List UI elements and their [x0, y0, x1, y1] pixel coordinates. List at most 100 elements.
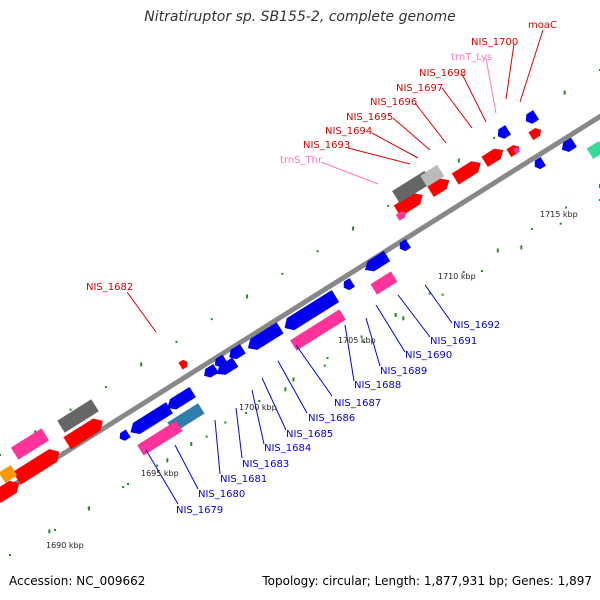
dot-marker	[564, 206, 567, 209]
label-connector	[145, 449, 179, 505]
feature-shape	[395, 210, 407, 221]
dot-marker	[205, 435, 208, 438]
dot-marker	[292, 377, 295, 382]
feature-shape	[63, 418, 104, 450]
feature-shape	[343, 277, 356, 291]
feature-shape	[56, 399, 100, 433]
label-connector	[365, 317, 381, 367]
feature-arrow	[528, 127, 542, 141]
label-connector	[519, 29, 544, 103]
dot-marker	[140, 362, 143, 367]
accession-text: Accession: NC_009662	[9, 574, 146, 588]
dot-marker	[387, 204, 390, 207]
dot-marker	[175, 340, 178, 343]
feature-arrow	[130, 401, 174, 435]
gene-labels: moaCNIS_1700trnT_LysNIS_1698NIS_1697NIS_…	[86, 20, 557, 516]
feature-shape	[512, 146, 520, 155]
gene-label: NIS_1686	[308, 413, 355, 424]
feature-arrow	[136, 420, 184, 456]
tick-label: 1700 kbp	[239, 403, 277, 412]
feature-shape	[284, 289, 340, 331]
dot-marker	[428, 292, 431, 295]
map-title: Nitratiruptor sp. SB155-2, complete geno…	[144, 9, 456, 25]
dot-marker	[190, 442, 193, 446]
label-connector	[371, 132, 419, 159]
dot-marker	[360, 335, 363, 338]
feature-shape	[419, 164, 445, 188]
dot-marker	[441, 293, 444, 296]
feature-arrow	[216, 357, 239, 376]
feature-shape	[10, 428, 50, 460]
gene-label: NIS_1695	[346, 112, 393, 123]
feature-shape	[525, 109, 540, 125]
gene-label: NIS_1680	[198, 489, 245, 500]
tick-label: 1715 kbp	[540, 210, 578, 219]
dot-marker	[156, 464, 159, 467]
gene-label: NIS_1687	[334, 398, 381, 409]
tick-label: 1690 kbp	[46, 541, 84, 550]
feature-shape	[12, 448, 60, 485]
label-connector	[126, 291, 157, 333]
dot-marker	[224, 421, 227, 424]
dot-marker	[48, 529, 51, 534]
feature-arrow	[451, 160, 482, 185]
gene-label: trnT_Lys	[451, 52, 492, 63]
feature-arrow	[343, 277, 356, 291]
feature-shape	[497, 124, 512, 140]
label-connector	[414, 102, 447, 144]
dot-marker	[245, 412, 247, 414]
dot-marker	[323, 364, 326, 367]
dot-marker	[394, 313, 397, 317]
feature-shape	[427, 178, 450, 198]
feature-arrow	[228, 343, 247, 360]
label-connector	[441, 87, 473, 129]
feature-shape	[586, 140, 600, 160]
feature-shape	[130, 401, 174, 435]
label-connector	[375, 304, 406, 353]
dot-marker	[87, 506, 90, 509]
feature-shape	[178, 359, 188, 370]
feature-arrow	[63, 418, 104, 450]
feature-shape	[528, 127, 542, 141]
dot-marker	[520, 245, 523, 250]
feature-arrow	[586, 140, 600, 160]
feature-arrow	[364, 250, 391, 272]
feature-arrow	[525, 109, 540, 125]
feature-arrow	[497, 124, 512, 140]
label-connector	[277, 360, 308, 414]
label-connector	[505, 43, 515, 100]
dot-marker	[34, 430, 37, 435]
dot-marker	[326, 357, 329, 359]
feature-arrow	[0, 464, 18, 484]
dot-marker	[530, 228, 533, 230]
gene-label: NIS_1692	[453, 320, 500, 331]
feature-arrow	[284, 289, 340, 331]
dot-marker	[281, 272, 284, 275]
dot-marker	[122, 486, 125, 488]
feature-arrow	[427, 178, 450, 198]
dot-marker	[127, 483, 129, 485]
gene-label: NIS_1689	[380, 366, 427, 377]
dot-marker	[9, 554, 11, 556]
feature-shape	[216, 357, 239, 376]
feature-arrow	[119, 429, 131, 441]
feature-shape	[289, 309, 347, 351]
gene-label: NIS_1683	[242, 459, 289, 470]
feature-arrow	[534, 156, 547, 170]
label-connector	[214, 419, 221, 475]
feature-arrow	[399, 238, 412, 252]
gene-label: NIS_1696	[370, 97, 417, 108]
label-connectors	[126, 29, 544, 505]
feature-arrow	[561, 137, 578, 153]
tick-label: 1710 kbp	[438, 272, 476, 281]
gene-label: NIS_1700	[471, 37, 518, 48]
label-connector	[295, 344, 333, 397]
feature-shape	[228, 343, 247, 360]
label-connector	[261, 377, 287, 431]
dot-marker	[246, 294, 249, 299]
label-connector	[485, 57, 497, 114]
feature-arrow	[56, 399, 100, 433]
label-connector	[397, 294, 431, 338]
